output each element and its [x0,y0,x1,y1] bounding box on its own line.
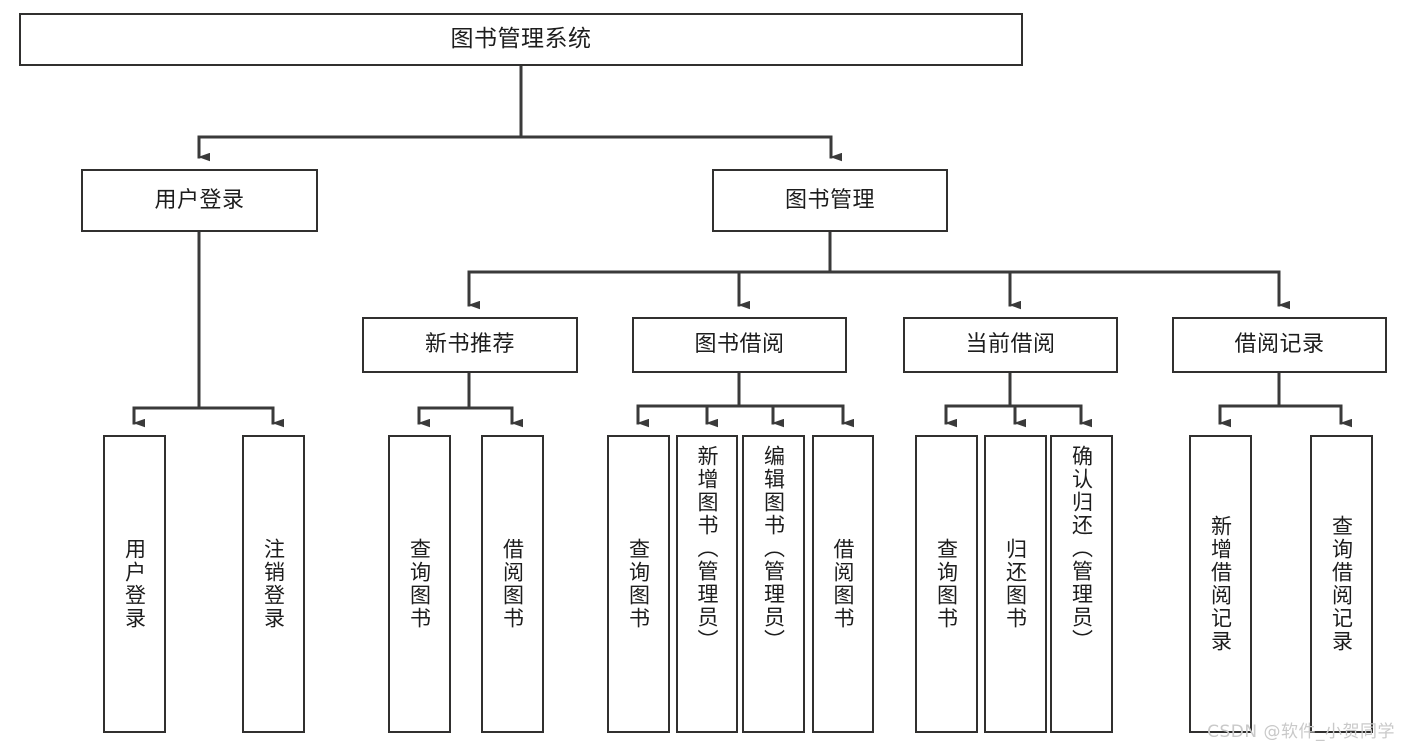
node-label: 归还图书 [1003,538,1028,630]
node-label: 新书推荐 [424,332,515,358]
leaf-add-borrow-record[interactable]: 新增借阅记录 [1189,435,1252,733]
node-label: 查询借阅记录 [1329,515,1354,653]
leaf-user-login[interactable]: 用户登录 [103,435,166,733]
leaf-borrow-book-recommend[interactable]: 借阅图书 [481,435,544,733]
node-label: 借阅图书 [500,538,525,630]
leaf-query-book-recommend[interactable]: 查询图书 [388,435,451,733]
node-label: 图书管理系统 [450,26,592,53]
node-label: 查询图书 [934,538,959,630]
node-book-management[interactable]: 图书管理 [712,169,948,232]
node-root-system[interactable]: 图书管理系统 [19,13,1023,66]
node-label: 图书管理 [784,187,875,213]
leaf-query-book-current[interactable]: 查询图书 [915,435,978,733]
leaf-query-book-borrow[interactable]: 查询图书 [607,435,670,733]
node-borrow-record[interactable]: 借阅记录 [1172,317,1387,373]
node-label: 图书借阅 [694,332,785,358]
node-label: 编辑图书（管理员） [761,445,786,652]
node-label: 借阅记录 [1234,332,1325,358]
node-label: 查询图书 [626,538,651,630]
node-book-borrow[interactable]: 图书借阅 [632,317,847,373]
node-current-borrow[interactable]: 当前借阅 [903,317,1118,373]
leaf-confirm-return-admin[interactable]: 确认归还（管理员） [1050,435,1113,733]
leaf-return-book[interactable]: 归还图书 [984,435,1047,733]
node-label: 确认归还（管理员） [1069,445,1094,652]
leaf-query-borrow-record[interactable]: 查询借阅记录 [1310,435,1373,733]
node-label: 查询图书 [407,538,432,630]
node-label: 新增借阅记录 [1208,515,1233,653]
node-user-login[interactable]: 用户登录 [81,169,318,232]
node-label: 注销登录 [261,538,286,630]
node-new-book-recommend[interactable]: 新书推荐 [362,317,578,373]
node-label: 用户登录 [154,187,245,213]
leaf-borrow-book[interactable]: 借阅图书 [812,435,874,733]
leaf-user-logout[interactable]: 注销登录 [242,435,305,733]
node-label: 用户登录 [122,538,147,630]
node-label: 新增图书（管理员） [695,445,720,652]
leaf-edit-book-admin[interactable]: 编辑图书（管理员） [742,435,805,733]
csdn-watermark: CSDN @软件_小贺同学 [1207,722,1395,742]
node-label: 当前借阅 [965,332,1056,358]
leaf-add-book-admin[interactable]: 新增图书（管理员） [676,435,738,733]
node-label: 借阅图书 [831,538,856,630]
